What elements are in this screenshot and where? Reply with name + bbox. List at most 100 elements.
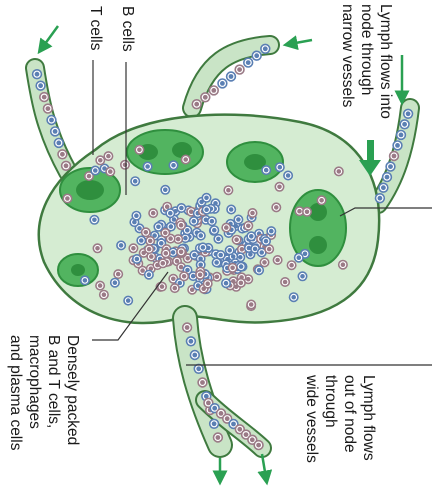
lymphocyte-nucleus <box>215 275 220 280</box>
t-cells-label: T cells <box>86 6 105 51</box>
lymphocyte-nucleus <box>182 274 187 279</box>
lymphocyte-nucleus <box>259 250 264 255</box>
lymphocyte-nucleus <box>131 246 136 251</box>
lymphocyte-nucleus <box>269 229 274 234</box>
lymphocyte-nucleus <box>297 209 302 214</box>
lymphocyte-nucleus <box>399 133 404 138</box>
lymphocyte-nucleus <box>231 422 236 427</box>
lymphocyte-nucleus <box>237 427 242 432</box>
lymphocyte-nucleus <box>144 230 149 235</box>
lymphocyte-nucleus <box>201 245 206 250</box>
lymphocyte-nucleus <box>185 268 190 273</box>
lymphocyte-nucleus <box>179 223 184 228</box>
lymphocyte-nucleus <box>291 295 296 300</box>
lymphocyte-nucleus <box>113 280 118 285</box>
lymphocyte-nucleus <box>163 231 168 236</box>
lymphocyte-nucleus <box>219 411 224 416</box>
lymphocyte-nucleus <box>140 268 145 273</box>
lymphocyte-nucleus <box>168 211 173 216</box>
lymphocyte-nucleus <box>176 237 181 242</box>
lymphocyte-nucleus <box>93 168 98 173</box>
lymphocyte-nucleus <box>198 273 203 278</box>
lymphocyte-nucleus <box>199 233 204 238</box>
lymphocyte-nucleus <box>264 168 269 173</box>
lymphocyte-nucleus <box>185 256 190 261</box>
lymphocyte-nucleus <box>135 257 140 262</box>
lymphocyte-nucleus <box>229 207 234 212</box>
lymphocyte-nucleus <box>275 258 280 263</box>
lymphocyte-nucleus <box>289 263 294 268</box>
lymphocyte-nucleus <box>204 196 209 201</box>
lymphocyte-nucleus <box>35 72 40 77</box>
lymphocyte-nucleus <box>123 163 128 168</box>
efferent-vessel <box>185 318 262 448</box>
lymphocyte-nucleus <box>210 219 215 224</box>
lymphocyte-nucleus <box>216 435 221 440</box>
lymphocyte-nucleus <box>185 325 190 330</box>
lymphocyte-nucleus <box>249 302 254 307</box>
lymphocyte-nucleus <box>262 260 267 265</box>
lymphocyte-nucleus <box>169 224 174 229</box>
lymphocyte-nucleus <box>38 83 43 88</box>
lymphocyte-nucleus <box>106 154 111 159</box>
lymphocyte-nucleus <box>385 175 390 180</box>
lymphocyte-nucleus <box>147 272 152 277</box>
lymphocyte-nucleus <box>192 219 197 224</box>
lymphocyte-nucleus <box>65 196 70 201</box>
lymphocyte-nucleus <box>145 164 150 169</box>
lymphocyte-nucleus <box>64 163 69 168</box>
lymphocyte-nucleus <box>206 401 211 406</box>
lymphocyte-nucleus <box>300 274 305 279</box>
lymphocyte-nucleus <box>253 247 258 252</box>
lymphocyte-nucleus <box>163 188 168 193</box>
lymphocyte-nucleus <box>165 204 170 209</box>
lymphocyte-nucleus <box>98 283 103 288</box>
lymphocyte-nucleus <box>194 102 199 107</box>
lymphocyte-nucleus <box>286 173 291 178</box>
lymphocyte-nucleus <box>254 53 259 58</box>
lymphocyte-nucleus <box>60 152 65 157</box>
lymphocyte-nucleus <box>171 250 176 255</box>
lymphocyte-nucleus <box>378 196 383 201</box>
lymphocyte-nucleus <box>214 260 219 265</box>
lymphocyte-nucleus <box>205 281 210 286</box>
lymphocyte-nucleus <box>212 421 217 426</box>
arrow-top-vessel <box>290 40 312 44</box>
lymphocyte-nucleus <box>212 228 217 233</box>
lymphocyte-nucleus <box>250 437 255 442</box>
lymphocyte-nucleus <box>381 185 386 190</box>
lymphocyte-nucleus <box>185 228 190 233</box>
lymphocyte-nucleus <box>137 226 142 231</box>
lymphocyte-nucleus <box>239 264 244 269</box>
lymphocyte-nucleus <box>216 237 221 242</box>
lymphocyte-nucleus <box>149 254 154 259</box>
lymphocyte-nucleus <box>164 251 169 256</box>
lymphocyte-nucleus <box>303 252 308 257</box>
lymphocyte-nucleus <box>168 236 173 241</box>
lymphocyte-nucleus <box>192 253 197 258</box>
lymphocyte-nucleus <box>274 205 279 210</box>
lymphocyte-nucleus <box>183 157 188 162</box>
lymphocyte-nucleus <box>119 243 124 248</box>
lymphocyte-nucleus <box>156 225 161 230</box>
lymphocyte-nucleus <box>277 185 282 190</box>
lymphocyte-nucleus <box>179 250 184 255</box>
lymphocyte-nucleus <box>246 277 251 282</box>
lymphocyte-nucleus <box>267 247 272 252</box>
lymphocyte-nucleus <box>239 281 244 286</box>
arrow-left-vessel <box>42 26 58 48</box>
lymphocyte-nucleus <box>220 81 225 86</box>
lymphocyte-nucleus <box>49 118 54 123</box>
lymphocyte-nucleus <box>305 210 310 215</box>
lymphocyte-nucleus <box>263 46 268 51</box>
lymphocyte-nucleus <box>147 247 152 252</box>
lymphocyte-nucleus <box>148 239 153 244</box>
lymphocyte-nucleus <box>42 95 47 100</box>
lymphocyte-nucleus <box>337 169 342 174</box>
lymphocyte-nucleus <box>234 237 239 242</box>
lymphocyte-nucleus <box>126 298 131 303</box>
lymphocyte-nucleus <box>246 60 251 65</box>
lymphocyte-nucleus <box>191 274 196 279</box>
lymph-in-label: Lymph flows into node through narrow ves… <box>338 4 395 119</box>
lymphocyte-nucleus <box>108 169 113 174</box>
